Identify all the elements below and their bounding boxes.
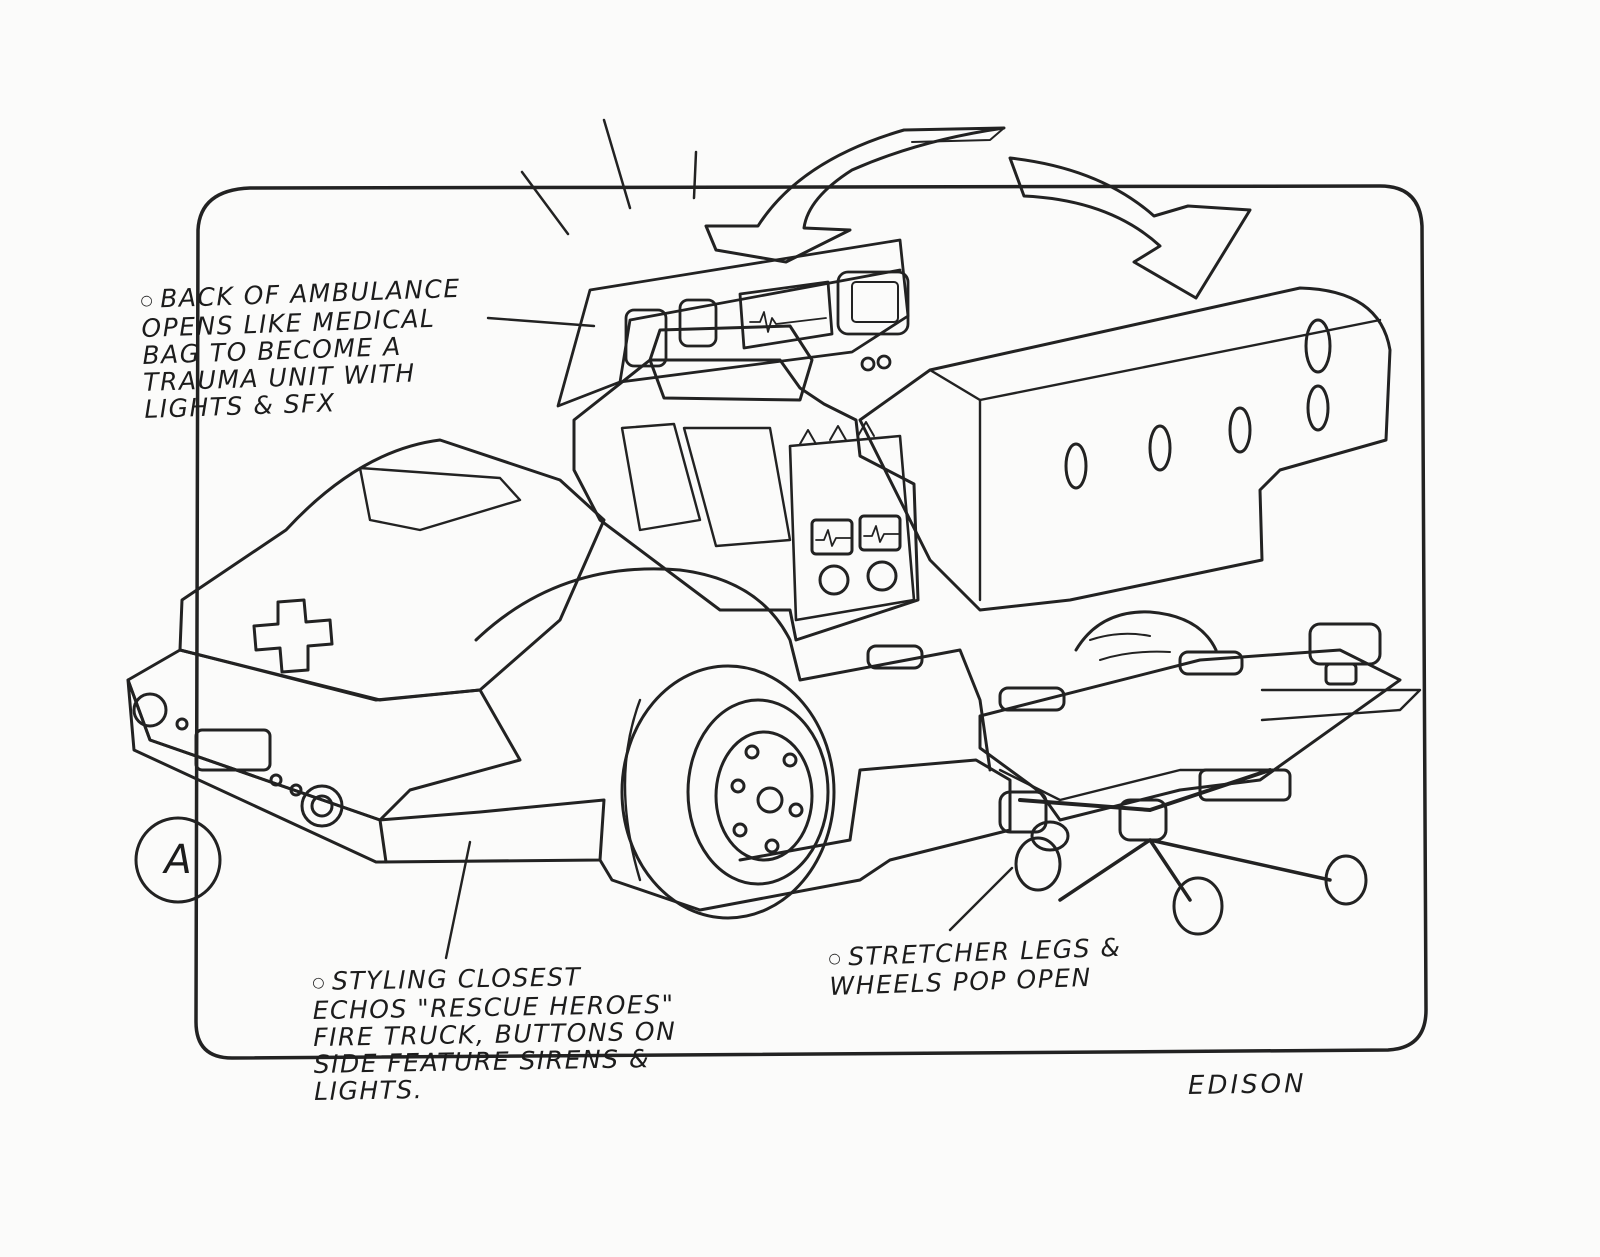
opening-arrow-right — [1008, 156, 1252, 300]
bullet-icon: ○ — [312, 974, 327, 991]
figure-label: A — [164, 837, 192, 883]
annotation-line: STYLING CLOSEST — [331, 962, 582, 996]
annotation-styling: ○STYLING CLOSEST ECHOS "RESCUE HEROES" F… — [312, 962, 677, 1105]
rear-pod — [858, 286, 1392, 612]
artist-signature: EDISON — [1187, 1068, 1307, 1102]
opening-arrow-left — [704, 126, 1006, 264]
figure-circle — [134, 816, 222, 904]
annotation-back-opens: ○BACK OF AMBULANCE OPENS LIKE MEDICAL BA… — [140, 274, 465, 424]
motion-lines — [520, 118, 698, 236]
front-bumper — [126, 648, 606, 864]
ambulance-body — [474, 567, 1012, 912]
trauma-unit-panel — [556, 238, 910, 408]
front-wheel — [620, 664, 836, 920]
stretcher — [978, 622, 1422, 936]
leader-lines — [444, 316, 1014, 960]
ambulance-hood — [178, 438, 606, 702]
sketch-frame — [194, 184, 1428, 1060]
ambulance-cab — [572, 324, 920, 642]
bullet-icon: ○ — [828, 950, 843, 967]
annotation-stretcher: ○STRETCHER LEGS & WHEELS POP OPEN — [828, 933, 1123, 1001]
bullet-icon: ○ — [140, 292, 155, 309]
annotation-line: SIDE FEATURE SIRENS & — [313, 1043, 651, 1079]
rear-wheel — [1074, 610, 1218, 661]
